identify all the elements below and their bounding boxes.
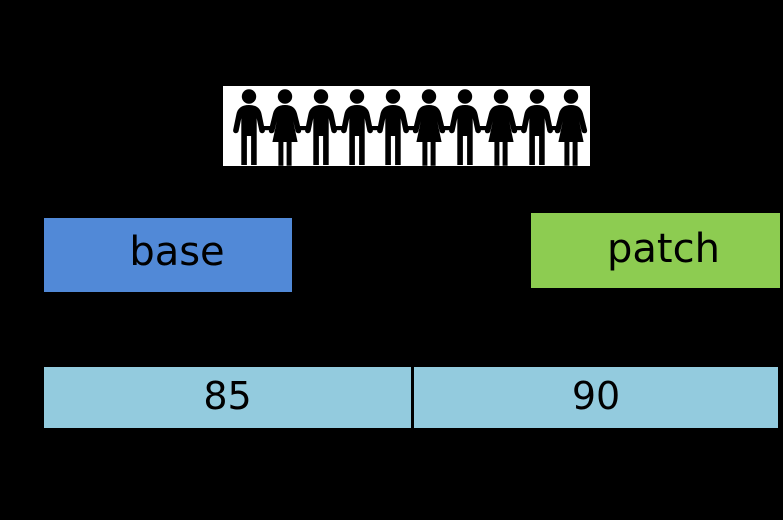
label-box-base-text: base [129,229,225,275]
label-box-base[interactable]: base [44,218,292,292]
value-cell-base-text: 85 [203,373,252,418]
value-table: 85 90 [44,367,778,428]
label-box-patch-text: patch [607,225,720,272]
value-cell-base[interactable]: 85 [44,367,411,428]
label-box-patch[interactable]: patch [531,213,780,288]
people-pictogram-image [223,86,590,166]
value-cell-patch-text: 90 [571,373,621,418]
people-pictogram-svg [223,86,590,166]
value-cell-patch[interactable]: 90 [414,367,778,428]
